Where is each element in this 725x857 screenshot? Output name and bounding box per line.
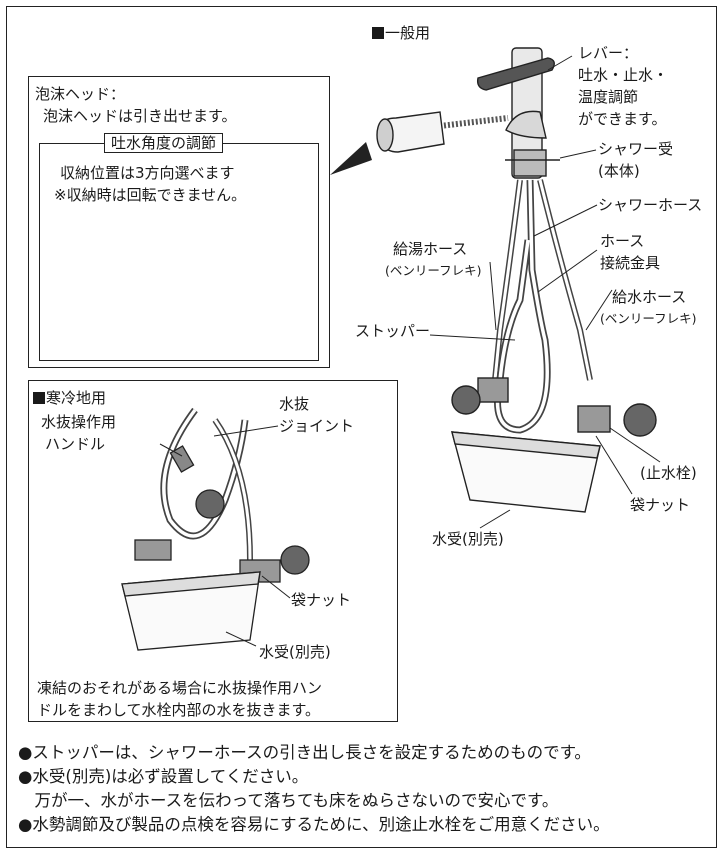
angle-adjust-text-2: ※収納時は回転できません。 xyxy=(54,186,247,204)
lever-label-line-4: ができます。 xyxy=(578,110,667,128)
hose-fitting-sublabel: 接続金具 xyxy=(600,254,661,272)
cold-note-line-2: ドルをまわして水栓内部の水を抜きます。 xyxy=(37,701,321,719)
note-stopper: ●ストッパーは、シャワーホースの引き出し長さを設定するためのものです。 xyxy=(18,743,591,762)
shower-receiver-label: シャワー受 xyxy=(598,140,674,158)
note-water-pan-detail: 万が一、水がホースを伝わって落ちても床をぬらさないので安心です。 xyxy=(18,791,559,810)
main-faucet xyxy=(330,47,657,513)
hot-hose-label: 給湯ホース xyxy=(393,240,468,258)
note-stop-valve: ●水勢調節及び製品の点検を容易にするために、別途止水栓をご用意ください。 xyxy=(18,815,610,834)
cold-region-title: 寒冷地用 xyxy=(33,389,106,407)
cold-hose-sublabel: (ベンリーフレキ) xyxy=(600,311,697,326)
water-pan-label: 水受(別売) xyxy=(432,530,504,548)
foam-head-box: 泡沫ヘッド： 泡沫ヘッドは引き出せます。 吐水角度の調節 収納位置は3方向選べま… xyxy=(28,76,330,368)
foam-head-text: 泡沫ヘッドは引き出せます。 xyxy=(43,107,237,125)
drain-handle-label: 水抜操作用 xyxy=(41,413,117,431)
angle-adjust-text-1: 収納位置は3方向選べます xyxy=(60,164,235,182)
note-water-pan: ●水受(別売)は必ず設置してください。 xyxy=(18,767,309,786)
cold-note-line-1: 凍結のおそれがある場合に水抜操作用ハン xyxy=(37,679,323,697)
hot-hose-sublabel: (ベンリーフレキ) xyxy=(385,263,482,278)
drain-handle-sublabel: ハンドル xyxy=(45,435,106,453)
cold-hose-label: 給水ホース xyxy=(612,288,687,306)
stop-valve-label: (止水栓) xyxy=(640,464,697,482)
drain-joint-label: 水抜 xyxy=(279,395,310,413)
cold-water-pan-label: 水受(別売) xyxy=(259,643,331,661)
lever-label-line-1: レバー： xyxy=(578,44,639,62)
cold-region-box: 寒冷地用 水抜操作用 ハンドル 水抜 ジョイント 袋ナット 水受(別売) 凍結の… xyxy=(28,380,398,722)
general-title: 一般用 xyxy=(372,24,430,42)
drain-joint-sublabel: ジョイント xyxy=(279,417,355,435)
foam-head-title: 泡沫ヘッド： xyxy=(35,85,126,103)
lever-label-line-3: 温度調節 xyxy=(578,88,639,106)
bag-nut-label: 袋ナット xyxy=(630,496,691,514)
cold-bag-nut-label: 袋ナット xyxy=(291,591,352,609)
leader-lines xyxy=(159,55,661,647)
shower-receiver-sublabel: (本体) xyxy=(598,162,640,180)
diagram-frame xyxy=(6,6,717,848)
angle-adjust-title: 吐水角度の調節 xyxy=(104,133,224,153)
hose-fitting-label: ホース xyxy=(600,232,645,250)
stopper-label: ストッパー xyxy=(355,322,431,340)
angle-adjust-box: 吐水角度の調節 収納位置は3方向選べます ※収納時は回転できません。 xyxy=(39,133,319,361)
cold-region-faucet xyxy=(121,407,310,651)
lever-label-line-2: 吐水・止水・ xyxy=(578,66,669,84)
shower-hose-label: シャワーホース xyxy=(598,196,703,214)
